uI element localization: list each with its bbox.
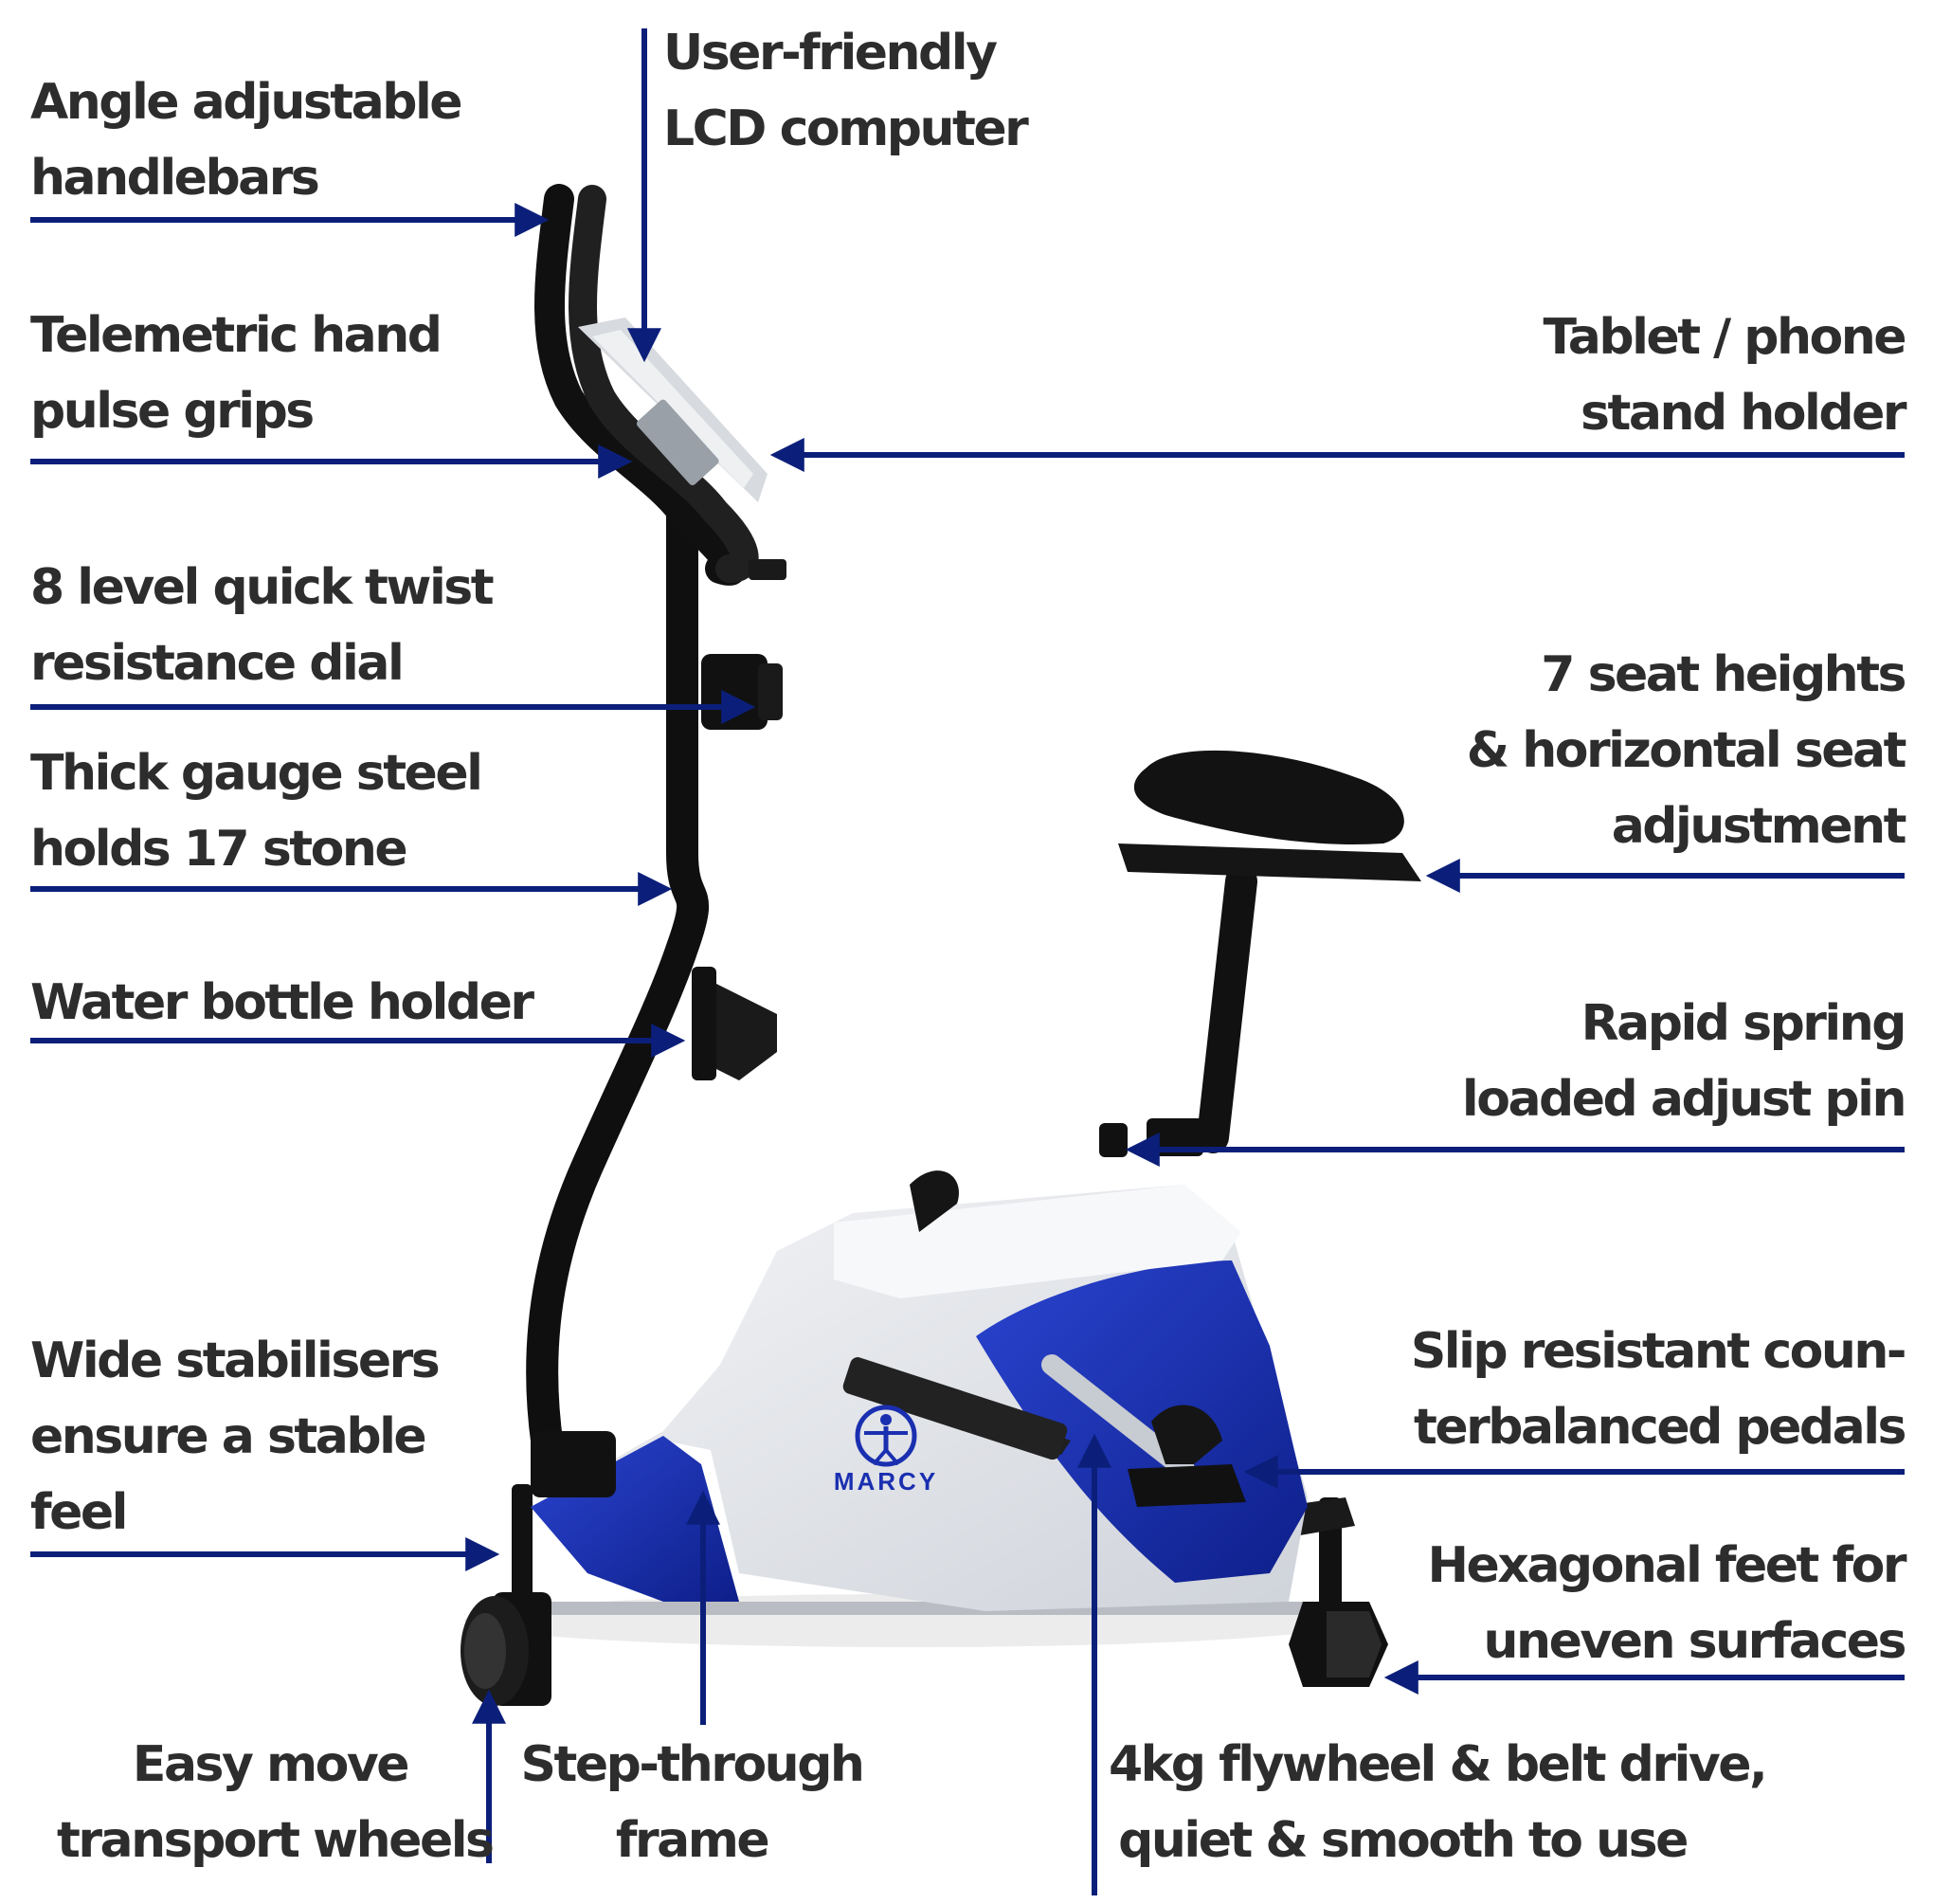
vitruvian-man-logo-icon [855, 1405, 917, 1467]
transport-wheel [461, 1592, 551, 1706]
upright-base-collar [531, 1431, 616, 1497]
water-bottle-holder [692, 967, 777, 1080]
label-bottle: Water bottle holder [30, 974, 534, 1031]
seat-adjust-pin [1099, 1123, 1128, 1157]
hexagonal-foot [1289, 1602, 1388, 1687]
main-upright-tube [526, 458, 710, 1476]
brand-wordmark: MARCY [834, 1467, 938, 1496]
label-flywheel: 4kg flywheel & belt drive,quiet & smooth… [1109, 1736, 1768, 1869]
callout-arrows [30, 28, 1905, 1895]
lcd-console [578, 317, 768, 502]
flywheel-shroud [531, 1185, 1308, 1611]
pedal-crank [910, 1170, 1246, 1507]
seat-assembly [1118, 750, 1421, 1156]
label-pedals: Slip resistant coun-terbalanced pedals [1410, 1323, 1907, 1456]
